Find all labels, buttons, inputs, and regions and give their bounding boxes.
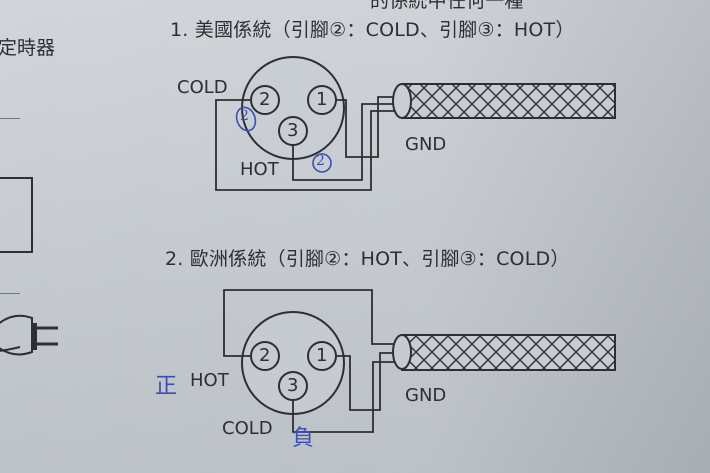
wire-pin3-hot xyxy=(292,103,394,181)
sidebar-sketches xyxy=(0,177,58,356)
diagram-2-handwritten-upper: 正 xyxy=(155,374,178,399)
diagram-1-label-upper: COLD xyxy=(177,77,228,98)
timer-box-outline xyxy=(0,177,33,253)
diagram-2-label-lower: COLD xyxy=(222,418,273,439)
diagram-1-cable xyxy=(392,83,616,119)
sidebar-divider-top xyxy=(0,118,20,119)
diagram-2-connector xyxy=(241,311,345,415)
diagram-1-pen-marks xyxy=(235,106,332,173)
pen-circle-wire xyxy=(312,153,332,173)
diagram-1-handwritten-wire: 2 xyxy=(316,153,325,169)
sidebar-fragment-text: 定時器 xyxy=(0,37,56,59)
diagram-2-title: 2. 歐洲係統（引腳②：HOT、引腳③：COLD） xyxy=(165,248,570,270)
wire-pin1-gnd xyxy=(336,352,394,411)
diagram-1-pin-1: 1 xyxy=(316,89,328,110)
diagram-2-wires xyxy=(223,289,394,433)
diagram-2-handwritten-lower: 負 xyxy=(292,426,315,451)
wire-pin2-hot xyxy=(223,289,394,357)
power-plug-icon xyxy=(0,314,58,356)
diagram-2-label-upper: HOT xyxy=(190,370,229,391)
diagram-2-pin-3: 3 xyxy=(287,375,299,396)
diagram-2-pin-1: 1 xyxy=(316,345,328,366)
diagram-1-wires xyxy=(215,96,394,191)
diagram-2-label-ground: GND xyxy=(405,385,447,406)
cable-end-cap xyxy=(392,334,412,370)
diagram-1-pin-3: 3 xyxy=(287,120,299,141)
cable-end-cap xyxy=(392,83,412,119)
diagram-1-handwritten-upper: 2 xyxy=(240,108,249,124)
sidebar-divider-bottom xyxy=(0,293,20,294)
diagram-1-title: 1. 美國係統（引腳②：COLD、引腳③：HOT） xyxy=(170,19,575,41)
wire-pin1-gnd xyxy=(336,96,394,158)
diagram-1-pin-2: 2 xyxy=(259,89,271,110)
diagram-2-cable xyxy=(392,334,616,371)
top-fragment-text: 的係統中任何一種 xyxy=(370,0,524,12)
diagram-1-label-lower: HOT xyxy=(240,159,279,180)
wire-pin2-cold xyxy=(215,99,394,191)
diagram-2-pin-2: 2 xyxy=(259,345,271,366)
xlr-connector-body xyxy=(241,311,345,415)
pen-circle-upper xyxy=(235,106,257,132)
braided-shield xyxy=(401,334,616,371)
diagram-1-label-ground: GND xyxy=(405,134,447,155)
